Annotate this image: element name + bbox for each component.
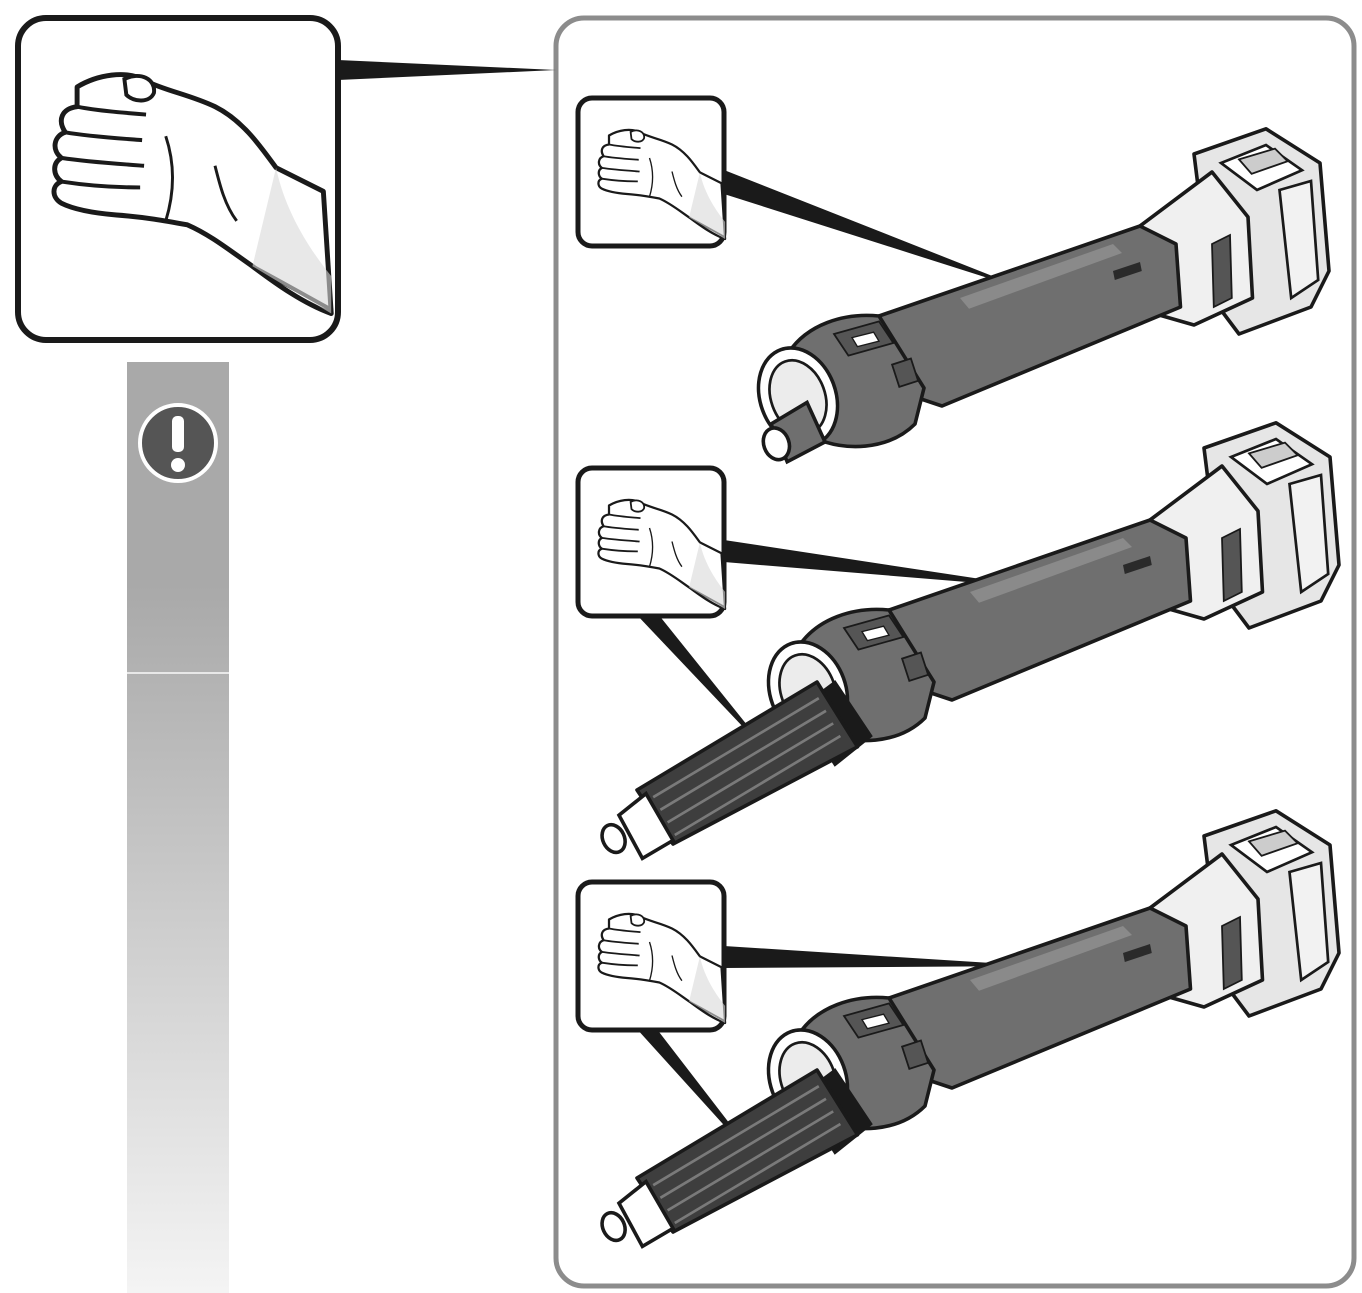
callout-wedge-3a: [724, 946, 1038, 968]
hand-callout-3: [575, 879, 727, 1033]
grinder-short-nose: [575, 95, 1331, 465]
callout-wedge-1: [724, 170, 1038, 294]
callout-wedge-main: [338, 60, 556, 80]
hand-callout-2: [575, 465, 727, 619]
grinder-long-nose-2: [575, 808, 1341, 1249]
hand-callout-1: [575, 95, 727, 249]
grinder-long-nose-1: [575, 420, 1341, 861]
callout-wedge-2a: [724, 540, 1040, 588]
warning-band: [127, 362, 229, 1293]
hand-callout-large: [15, 15, 341, 343]
exclamation-circle-icon: [138, 403, 218, 483]
